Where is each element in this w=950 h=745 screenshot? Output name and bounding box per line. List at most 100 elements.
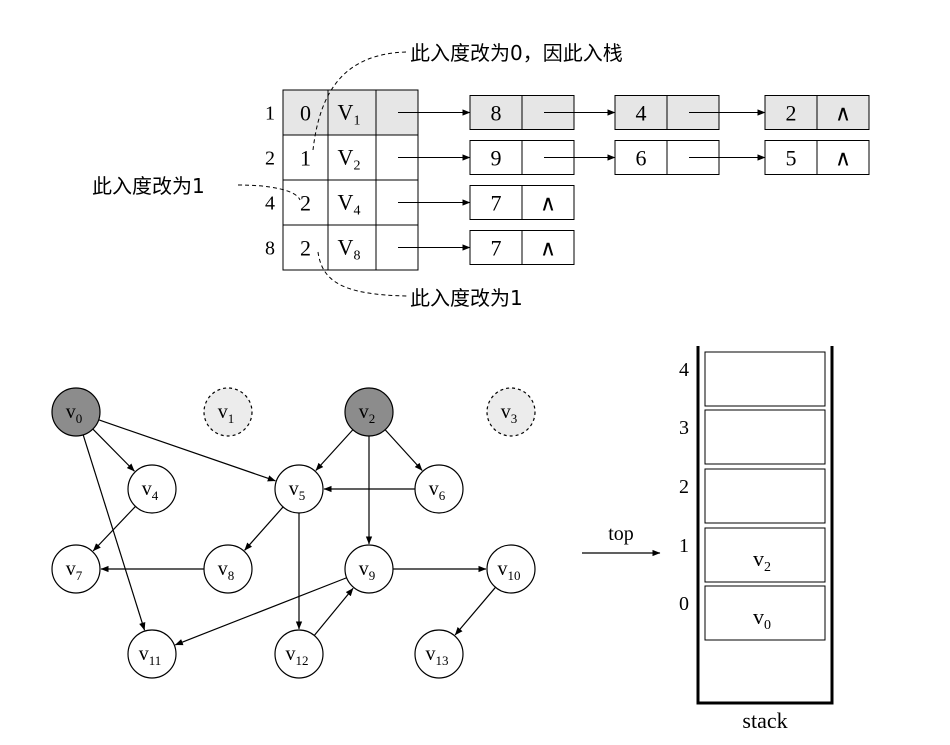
stack-slot-0	[704, 585, 826, 641]
vertex-name: V8	[338, 235, 361, 264]
edge-v5-v8	[244, 506, 284, 551]
node-label: v2	[359, 401, 376, 426]
node-label-letter: v	[142, 478, 152, 500]
node-label: v7	[66, 558, 83, 583]
node-label-subscript: 12	[296, 653, 309, 668]
node-label-subscript: 11	[149, 653, 162, 668]
stack-slot-value-letter: v	[753, 546, 764, 571]
vertex-cell	[327, 179, 377, 226]
node-v1: v1	[203, 387, 253, 437]
node-label-letter: v	[286, 643, 296, 665]
node-label-subscript: 2	[369, 411, 376, 426]
arc-next-cell	[521, 230, 575, 265]
node-label-subscript: 5	[299, 488, 306, 503]
node-label-letter: v	[289, 478, 299, 500]
node-label: v0	[66, 401, 83, 426]
indegree-value: 0	[300, 101, 311, 126]
node-v8: v8	[203, 544, 253, 594]
annotation-top: 此入度改为0，因此入栈	[410, 41, 623, 65]
node-v6: v6	[414, 464, 464, 514]
stack-slot-index: 2	[679, 476, 689, 498]
annotation-left: 此入度改为1	[92, 174, 205, 198]
node-v12: v12	[274, 629, 324, 679]
stack-slot-3	[704, 409, 826, 465]
node-v11: v11	[127, 629, 177, 679]
vertex-cell	[327, 89, 377, 136]
arc-vertex-value: 7	[491, 191, 502, 216]
node-v7: v7	[51, 544, 101, 594]
node-circle	[344, 544, 394, 594]
arc-next-cell	[816, 140, 870, 175]
arc-vertex-cell	[469, 185, 523, 220]
edge-v0-v5	[98, 419, 276, 482]
indegree-cell	[282, 179, 329, 226]
edge-v12-v9	[313, 587, 354, 636]
stack-slot-4	[704, 351, 826, 407]
node-label-letter: v	[426, 643, 436, 665]
row-index-label: 8	[265, 238, 275, 260]
arc-vertex-value: 9	[491, 146, 502, 171]
node-label-letter: v	[139, 643, 149, 665]
arc-vertex-cell	[614, 140, 668, 175]
arc-vertex-cell	[764, 140, 818, 175]
stack-slot-index: 3	[679, 417, 689, 439]
node-v10: v10	[486, 544, 536, 594]
stack-slot-value-subscript: 2	[764, 560, 771, 575]
row-index-label: 2	[265, 148, 275, 170]
stack-caption: stack	[742, 708, 787, 733]
edge-v2-v5	[315, 429, 354, 471]
node-circle	[486, 544, 536, 594]
node-label-subscript: 10	[508, 568, 521, 583]
annotation-bottom-leader	[317, 251, 409, 297]
indegree-value: 1	[300, 146, 311, 171]
edge-v4-v7	[92, 505, 136, 552]
arc-vertex-value: 5	[786, 146, 797, 171]
node-label-subscript: 6	[439, 488, 446, 503]
stack-slot-index: 1	[679, 535, 689, 557]
node-label-letter: v	[218, 558, 228, 580]
node-circle	[203, 387, 253, 437]
node-label-subscript: 3	[511, 411, 518, 426]
node-label: v8	[218, 558, 235, 583]
node-circle	[127, 629, 177, 679]
vertex-name-subscript: 8	[353, 249, 360, 264]
node-label-letter: v	[66, 558, 76, 580]
arc-vertex-cell	[469, 95, 523, 130]
vertex-name: V2	[338, 145, 361, 174]
node-v0: v0	[51, 387, 101, 437]
graph-edges	[82, 419, 496, 646]
node-label: v12	[286, 643, 309, 668]
stack-slot-index: 0	[679, 593, 689, 615]
node-label: v11	[139, 643, 162, 668]
node-label: v13	[426, 643, 449, 668]
node-label-subscript: 8	[228, 568, 235, 583]
node-label-subscript: 9	[369, 568, 376, 583]
vertex-cell	[327, 224, 377, 271]
node-v13: v13	[414, 629, 464, 679]
node-label-subscript: 1	[228, 411, 235, 426]
node-circle	[344, 387, 394, 437]
node-v3: v3	[486, 387, 536, 437]
vertex-name: V4	[338, 190, 361, 219]
row-index-label: 4	[265, 193, 275, 215]
null-pointer: ∧	[540, 237, 556, 262]
row-index-label: 1	[265, 103, 275, 125]
vertex-cell	[327, 134, 377, 181]
indegree-value: 2	[300, 236, 311, 261]
arc-vertex-cell	[469, 230, 523, 265]
node-circle	[203, 544, 253, 594]
arc-next-cell	[816, 95, 870, 130]
null-pointer: ∧	[835, 102, 851, 127]
node-v2: v2	[344, 387, 394, 437]
vertex-name-subscript: 1	[353, 114, 360, 129]
node-label-letter: v	[359, 401, 369, 423]
node-circle	[127, 464, 177, 514]
null-pointer: ∧	[835, 147, 851, 172]
null-pointer: ∧	[540, 192, 556, 217]
node-label: v5	[289, 478, 306, 503]
annotation-bottom: 此入度改为1	[410, 286, 523, 310]
arc-vertex-value: 6	[636, 146, 647, 171]
